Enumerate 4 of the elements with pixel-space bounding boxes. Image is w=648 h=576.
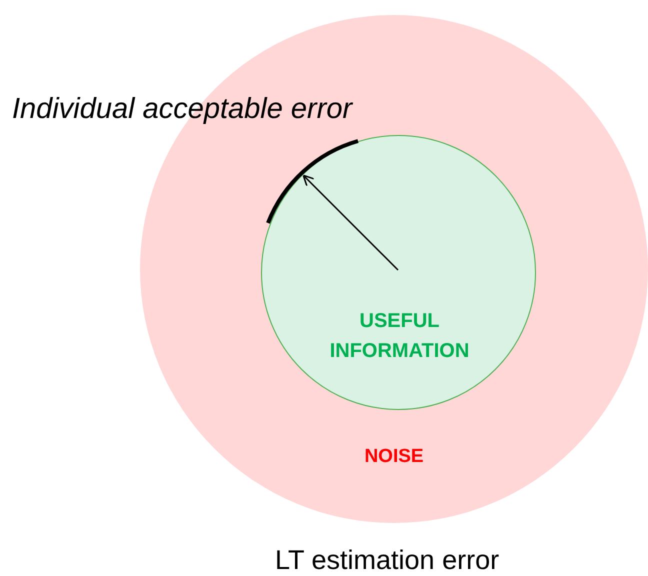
circle-caption: LT estimation error [275,544,500,576]
circle-label: USEFUL INFORMATION [328,309,470,364]
region-label: Individual acceptable error [12,92,352,127]
circle-label: NOISE [363,445,425,469]
